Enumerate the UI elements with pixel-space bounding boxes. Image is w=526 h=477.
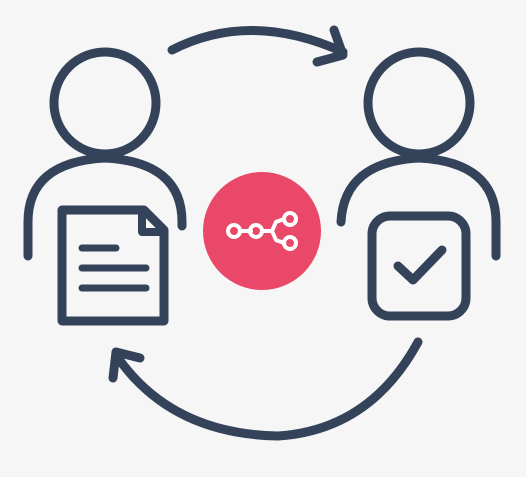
document-lines [78, 244, 150, 292]
document-icon [57, 205, 169, 326]
top-arrow-icon [167, 25, 348, 67]
workflow-badge [203, 172, 321, 290]
checkbox-checked-icon [367, 211, 471, 321]
bottom-arrow-icon [108, 337, 423, 441]
right-person-icon [336, 47, 501, 261]
workflow-nodes-icon [226, 211, 298, 251]
checkmark-icon [393, 245, 447, 285]
left-person-icon [23, 47, 187, 261]
